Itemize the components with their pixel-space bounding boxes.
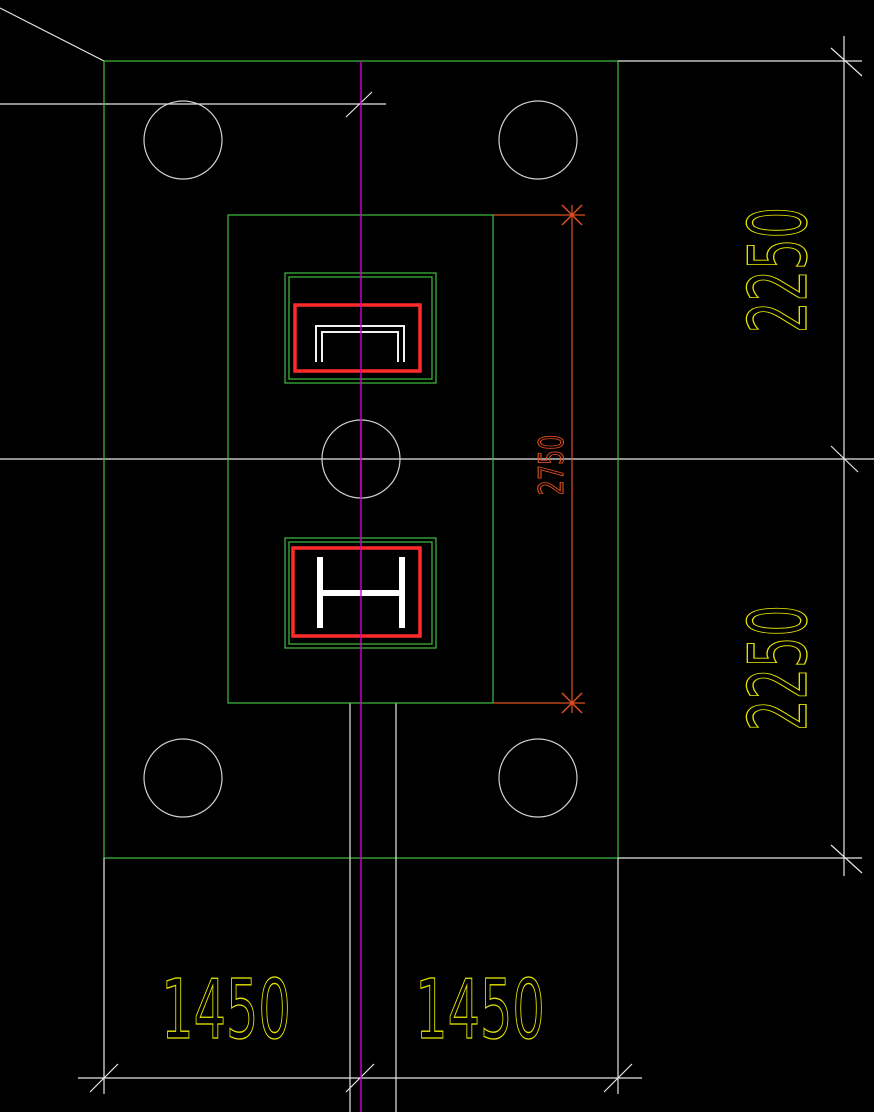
inner-dim-tick-top-b	[561, 204, 583, 226]
dim-text-bottom-left: 1450	[161, 963, 290, 1058]
dim-tick-bottom-mid	[345, 1063, 375, 1093]
upper-column-outline	[293, 303, 422, 373]
dim-tick-right-mid	[830, 445, 859, 473]
grid-tick-top	[345, 91, 373, 118]
dim-tick-bottom-right	[603, 1063, 633, 1093]
dim-text-right-bottom: 2250	[731, 605, 825, 731]
dim-tick-bottom-left	[89, 1063, 119, 1093]
pile-circle-top-left	[143, 100, 223, 180]
channel-icon	[315, 325, 405, 362]
pile-circle-bottom-right	[498, 738, 578, 818]
inner-dim-tick-bottom-b	[561, 692, 583, 714]
leader-line-top-left	[0, 7, 105, 62]
dim-tick-right-bottom	[830, 844, 863, 874]
dim-text-bottom-right: 1450	[415, 963, 544, 1058]
dim-text-inner-height: 2750	[532, 435, 571, 496]
pile-circle-top-right	[498, 100, 578, 180]
dim-text-right-top: 2250	[731, 207, 825, 333]
dim-tick-right-top	[830, 47, 863, 77]
lower-column-outline	[291, 546, 422, 638]
pile-circle-bottom-left	[143, 738, 223, 818]
